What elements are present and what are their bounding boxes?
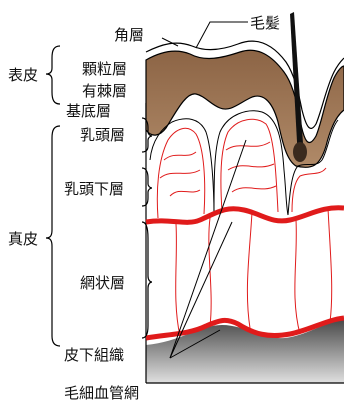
- label-stratum-spinosum: 有棘層: [82, 82, 127, 100]
- label-epidermis: 表皮: [8, 66, 38, 84]
- label-hair: 毛髪: [250, 14, 280, 32]
- label-reticular-layer: 網状層: [80, 274, 125, 292]
- hair-bulb: [293, 142, 307, 162]
- label-capillary-network: 毛細血管網: [64, 384, 139, 402]
- epidermis-layer: [146, 50, 344, 167]
- label-stratum-basale: 基底層: [66, 102, 111, 120]
- label-stratum-corneum: 角層: [114, 26, 144, 44]
- label-dermis: 真皮: [8, 230, 38, 248]
- label-subpapillary-layer: 乳頭下層: [64, 180, 124, 198]
- label-subcutaneous-tissue: 皮下組織: [64, 346, 124, 364]
- label-stratum-granulosum: 顆粒層: [82, 60, 127, 78]
- label-papillary-layer: 乳頭層: [80, 126, 125, 144]
